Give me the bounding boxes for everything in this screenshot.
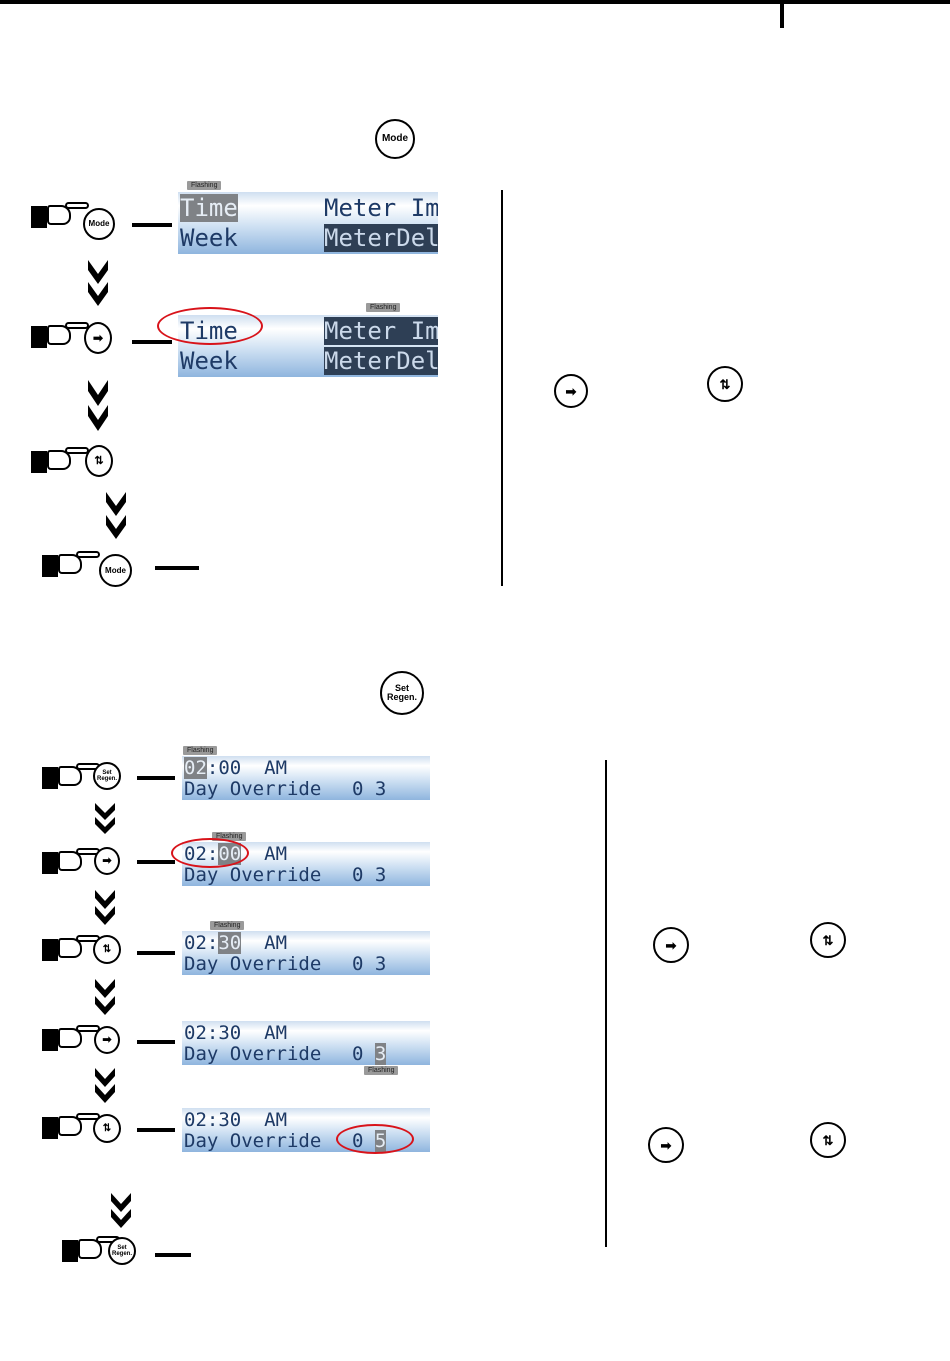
right-arrow-button-icon[interactable]: ➡ [94,1026,120,1054]
set-regen-button-icon[interactable]: Set Regen. [380,671,424,715]
up-down-toggle-icon[interactable]: ⇅ [810,1122,846,1158]
lcd-ampm: AM [264,843,288,865]
lcd-display: 02:00 AM Day Override 0 3 [182,756,430,800]
up-down-toggle-icon[interactable]: ⇅ [93,935,121,964]
lcd-week-label: Week [180,224,238,252]
connector-dash [137,776,175,780]
lcd-hour: 02 [184,932,207,954]
lcd-day-digit-1: 0 [352,864,364,886]
double-chevron-down-icon [94,978,116,1018]
connector-dash [137,1040,175,1044]
up-down-toggle-icon[interactable]: ⇅ [810,922,846,958]
flashing-indicator: Flashing [187,181,222,190]
pointing-hand-icon [42,549,100,579]
flashing-indicator: Flashing [366,303,401,312]
lcd-day-digit-1: 0 [352,778,364,800]
lcd-week-label: Week [180,347,238,375]
lcd-display: Time Meter Imm. Week MeterDelay [178,192,438,254]
mode-button-icon[interactable]: Mode [83,208,115,240]
pointing-hand-icon [42,846,100,876]
pointing-hand-icon [42,1111,100,1141]
double-chevron-down-icon [94,1067,116,1105]
pointing-hand-icon [62,1234,120,1264]
lcd-day-digit-1: 0 [352,953,364,975]
mode-button-icon[interactable]: Mode [99,554,132,587]
up-down-toggle-icon[interactable]: ⇅ [85,445,113,477]
lcd-minute: 30 [218,1109,242,1131]
lcd-meter-imm: Meter Imm. [324,194,438,222]
connector-dash [137,1128,175,1132]
lcd-time-label: Time [180,194,238,222]
double-chevron-down-icon [87,378,109,434]
flashing-indicator: Flashing [183,746,218,755]
lcd-minute: 30 [218,1022,242,1044]
lcd-day-digit-2: 3 [374,864,387,886]
lcd-minute: 30 [218,932,242,954]
top-mark [780,0,784,28]
lcd-day-override-label: Day Override [184,1130,322,1152]
lcd-day-digit-2: 3 [374,778,387,800]
double-chevron-down-icon [110,1192,132,1230]
top-rule [0,0,950,4]
pointing-hand-icon [31,200,89,230]
lcd-display: 02:30 AM Day Override 0 3 [182,931,430,975]
lcd-ampm: AM [264,932,288,954]
double-chevron-down-icon [94,802,116,836]
pointing-hand-icon [42,1023,100,1053]
right-arrow-button-icon[interactable]: ➡ [554,374,588,408]
column-divider [605,760,607,1247]
column-divider [501,190,503,586]
right-arrow-button-icon[interactable]: ➡ [648,1127,684,1163]
highlight-ring [171,838,249,868]
lcd-day-override-label: Day Override [184,864,322,886]
lcd-ampm: AM [264,1109,288,1131]
highlight-ring [336,1124,414,1154]
lcd-hour: 02 [184,1109,207,1131]
flashing-indicator: Flashing [364,1066,399,1075]
lcd-ampm: AM [264,757,288,779]
lcd-meter-delay: MeterDelay [324,347,438,375]
connector-dash [132,340,172,344]
double-chevron-down-icon [105,490,127,542]
lcd-hour: 02 [184,1022,207,1044]
highlight-ring [157,307,263,345]
up-down-toggle-icon[interactable]: ⇅ [93,1114,121,1143]
flashing-indicator: Flashing [210,921,245,930]
lcd-ampm: AM [264,1022,288,1044]
connector-dash [137,951,175,955]
connector-dash [137,860,175,864]
lcd-day-digit-2: 3 [374,953,387,975]
set-regen-button-icon[interactable]: Set Regen. [93,762,121,790]
lcd-day-override-label: Day Override [184,953,322,975]
mode-button-icon[interactable]: Mode [375,119,415,159]
pointing-hand-icon [42,761,100,791]
up-down-toggle-icon[interactable]: ⇅ [707,366,743,402]
lcd-meter-imm: Meter Imm. [324,317,438,345]
lcd-minute: 00 [218,757,242,779]
lcd-display: 02:30 AM Day Override 0 3 [182,1021,430,1065]
lcd-day-override-label: Day Override [184,778,322,800]
double-chevron-down-icon [87,258,109,308]
lcd-meter-delay: MeterDelay [324,224,438,252]
double-chevron-down-icon [94,889,116,927]
connector-dash [155,1253,191,1257]
right-arrow-button-icon[interactable]: ➡ [84,322,112,354]
flashing-indicator: Flashing [212,832,247,841]
pointing-hand-icon [42,933,100,963]
lcd-hour: 02 [184,757,207,779]
lcd-day-digit-2: 3 [374,1043,387,1065]
pointing-hand-icon [31,445,89,475]
lcd-day-digit-1: 0 [352,1043,364,1065]
connector-dash [155,566,199,570]
set-regen-button-icon[interactable]: Set Regen. [108,1237,136,1265]
pointing-hand-icon [31,320,89,350]
connector-dash [132,223,172,227]
right-arrow-button-icon[interactable]: ➡ [94,847,120,875]
right-arrow-button-icon[interactable]: ➡ [653,927,689,963]
lcd-day-override-label: Day Override [184,1043,322,1065]
